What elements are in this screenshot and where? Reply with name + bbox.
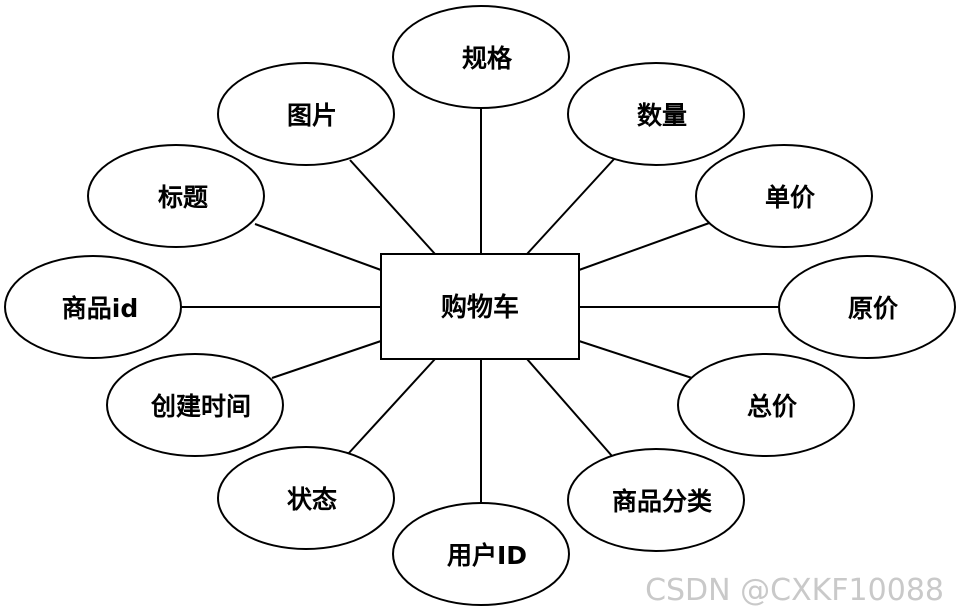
edge-tupian	[349, 159, 436, 255]
attribute-node-chuangjianshijian: 创建时间	[106, 353, 284, 457]
attribute-node-shangpinfenlei: 商品分类	[567, 448, 745, 552]
attribute-node-shuliang: 数量	[567, 62, 745, 166]
attribute-label-danjia: 单价	[765, 183, 816, 212]
attribute-label-yuanjia: 原价	[848, 294, 899, 323]
entity-label: 购物车	[441, 292, 519, 323]
entity-node: 购物车	[380, 253, 580, 360]
edge-chuangjianshijian	[271, 340, 382, 379]
attribute-label-shangpinfenlei: 商品分类	[612, 487, 713, 516]
edge-zongjia	[578, 340, 693, 379]
attribute-node-biaoti: 标题	[87, 144, 265, 248]
attribute-node-guige: 规格	[392, 5, 570, 109]
attribute-label-biaoti: 标题	[158, 183, 208, 212]
watermark: CSDN @CXKF10088	[645, 573, 944, 608]
attribute-node-danjia: 单价	[695, 144, 873, 248]
attribute-label-zongjia: 总价	[747, 392, 798, 421]
edge-biaoti	[254, 223, 382, 271]
edge-shangpinfenlei	[526, 358, 613, 457]
attribute-label-shangpinid: 商品id	[62, 294, 138, 323]
attribute-label-tupian: 图片	[287, 101, 337, 130]
attribute-node-shangpinid: 商品id	[4, 255, 182, 359]
edge-zhuangtai	[347, 358, 436, 455]
attribute-label-guige: 规格	[462, 44, 513, 73]
attribute-nodes: 规格 数量 单价 原价 总价 商品分类 用户ID 状态	[4, 5, 956, 606]
attribute-node-zhuangtai: 状态	[217, 446, 395, 550]
attribute-label-yonghuid: 用户ID	[447, 541, 527, 570]
edge-shuliang	[526, 157, 616, 255]
attribute-node-zongjia: 总价	[677, 353, 855, 457]
relationship-lines	[181, 108, 779, 503]
attribute-label-chuangjianshijian: 创建时间	[150, 392, 251, 421]
attribute-node-yuanjia: 原价	[778, 255, 956, 359]
attribute-node-tupian: 图片	[217, 62, 395, 166]
edge-danjia	[578, 221, 713, 271]
attribute-label-shuliang: 数量	[637, 101, 687, 130]
attribute-node-yonghuid: 用户ID	[392, 502, 570, 606]
attribute-label-zhuangtai: 状态	[287, 485, 337, 514]
